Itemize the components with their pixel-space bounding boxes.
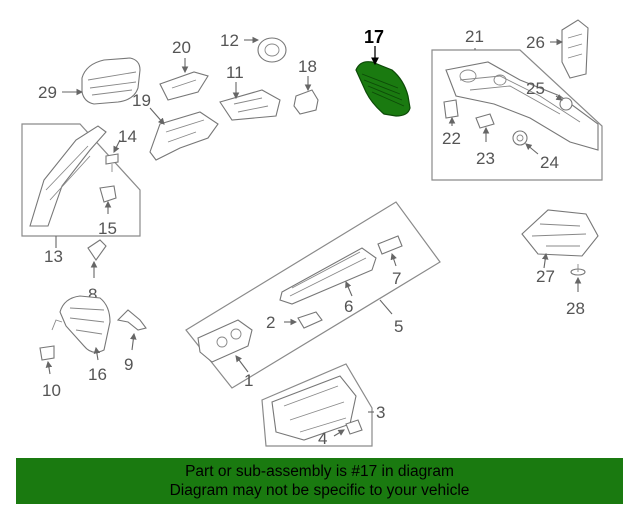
part-11[interactable]: 11 bbox=[219, 63, 281, 121]
part-14[interactable]: 14 bbox=[105, 127, 137, 172]
part-10[interactable]: 10 bbox=[39, 319, 63, 400]
panel-13 bbox=[21, 123, 141, 237]
callout-23: 23 bbox=[476, 149, 495, 168]
part-23[interactable]: 23 bbox=[475, 113, 495, 168]
callout-11: 11 bbox=[226, 63, 244, 82]
callout-17: 17 bbox=[364, 27, 384, 47]
callout-15: 15 bbox=[98, 219, 117, 238]
part-12[interactable]: 12 bbox=[220, 31, 287, 63]
callout-4: 4 bbox=[318, 429, 327, 448]
part-13[interactable]: 13 bbox=[29, 125, 107, 266]
part-18[interactable]: 18 bbox=[293, 57, 319, 115]
part-29[interactable]: 29 bbox=[38, 57, 141, 105]
part-26[interactable]: 26 bbox=[526, 19, 589, 79]
info-banner: Part or sub-assembly is #17 in diagram D… bbox=[16, 458, 623, 504]
part-4[interactable]: 4 bbox=[318, 419, 363, 448]
part-7[interactable]: 7 bbox=[377, 235, 403, 288]
callout-28: 28 bbox=[566, 299, 585, 318]
part-24[interactable]: 24 bbox=[512, 130, 559, 172]
callout-12: 12 bbox=[220, 31, 239, 50]
part-8[interactable]: 8 bbox=[87, 239, 107, 304]
callout-29: 29 bbox=[38, 83, 57, 102]
part-19[interactable]: 19 bbox=[132, 91, 219, 161]
callout-21: 21 bbox=[465, 27, 484, 46]
part-17-highlighted[interactable]: 17 bbox=[355, 27, 411, 117]
part-27[interactable]: 27 bbox=[521, 209, 599, 286]
panel-21: 21 bbox=[431, 27, 603, 181]
callout-5: 5 bbox=[394, 317, 403, 336]
part-28[interactable]: 28 bbox=[566, 264, 586, 318]
part-9[interactable]: 9 bbox=[116, 309, 147, 374]
callout-19: 19 bbox=[132, 91, 151, 110]
part-20[interactable]: 20 bbox=[159, 38, 209, 101]
callout-26: 26 bbox=[526, 33, 545, 52]
banner-line-2: Diagram may not be specific to your vehi… bbox=[169, 482, 470, 499]
callout-1: 1 bbox=[244, 371, 253, 390]
callout-20: 20 bbox=[172, 38, 191, 57]
callout-24: 24 bbox=[540, 153, 559, 172]
callout-27: 27 bbox=[536, 267, 555, 286]
part-2[interactable]: 2 bbox=[266, 311, 323, 332]
callout-13: 13 bbox=[44, 247, 63, 266]
callout-8: 8 bbox=[88, 285, 97, 304]
callout-3: 3 bbox=[376, 403, 385, 422]
callout-7: 7 bbox=[392, 269, 401, 288]
panel-5: 5 bbox=[185, 201, 441, 389]
panel-3: 3 bbox=[261, 363, 385, 447]
part-1[interactable]: 1 bbox=[197, 319, 253, 390]
callout-25: 25 bbox=[526, 79, 545, 98]
callout-10: 10 bbox=[42, 381, 61, 400]
callout-16: 16 bbox=[88, 365, 107, 384]
part-6[interactable]: 6 bbox=[279, 247, 377, 316]
callout-22: 22 bbox=[442, 129, 461, 148]
part-22[interactable]: 22 bbox=[442, 99, 461, 148]
parts-diagram: 29 20 12 11 18 19 17 bbox=[21, 19, 603, 448]
callout-2: 2 bbox=[266, 313, 275, 332]
part-25[interactable]: 25 bbox=[526, 79, 573, 111]
callout-6: 6 bbox=[344, 297, 353, 316]
part-15[interactable]: 15 bbox=[98, 185, 117, 238]
part-21[interactable] bbox=[445, 61, 599, 151]
callout-14: 14 bbox=[118, 127, 137, 146]
banner-line-1: Part or sub-assembly is #17 in diagram bbox=[185, 463, 454, 480]
part-16[interactable]: 16 bbox=[59, 295, 111, 384]
callout-9: 9 bbox=[124, 355, 133, 374]
callout-18: 18 bbox=[298, 57, 317, 76]
